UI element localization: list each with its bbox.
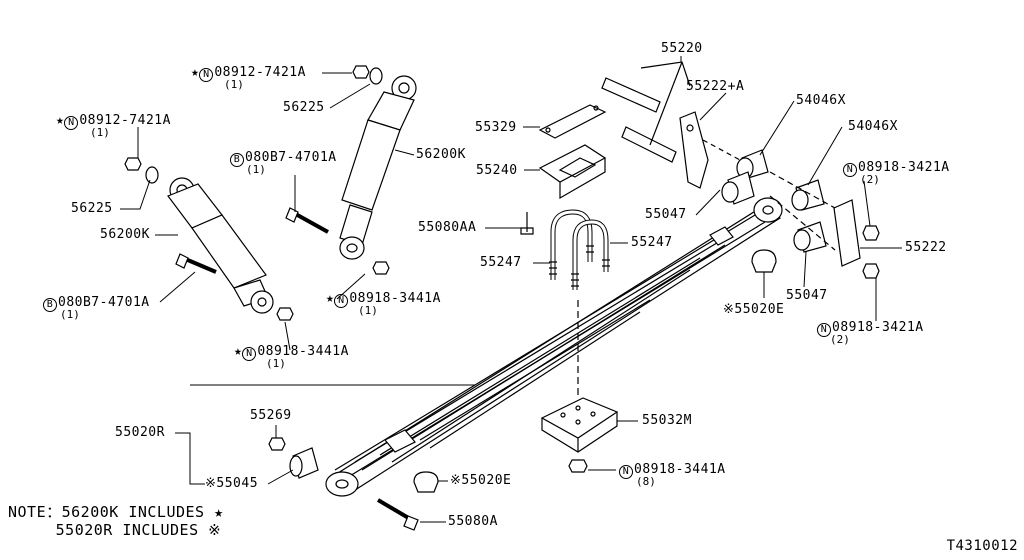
label-55020e-right: ※55020E: [723, 302, 785, 317]
label-54046x-a: 54046X: [796, 93, 846, 108]
label-55020e-bottom: ※55020E: [450, 473, 512, 488]
u-bolts: [549, 209, 610, 290]
n-mark-icon: N: [199, 68, 214, 82]
shock-absorber-upper: [285, 65, 417, 275]
label-55329: 55329: [475, 120, 517, 135]
kome-mark-icon: ※: [450, 473, 462, 488]
label-55222a: 55222+A: [686, 79, 745, 94]
qty-1-b: (1): [246, 163, 266, 176]
label-55047-a: 55047: [645, 207, 687, 222]
kome-mark-icon: ※: [723, 302, 735, 317]
kome-mark-icon: ※: [205, 476, 217, 491]
bump-stopper: [520, 104, 607, 235]
b-mark-icon: B: [230, 153, 244, 167]
leader-lines: [120, 56, 902, 523]
label-56200k-top: 56200K: [416, 147, 466, 162]
qty-8: (8): [636, 475, 656, 488]
b-mark-icon: B: [43, 298, 57, 312]
n-mark-icon: N: [817, 323, 831, 337]
label-54046x-b: 54046X: [848, 119, 898, 134]
label-55220: 55220: [661, 41, 703, 56]
qty-2-top: (2): [860, 173, 880, 186]
note-line-2: 55020R INCLUDES ※: [8, 521, 222, 539]
label-55080aa: 55080AA: [418, 220, 477, 235]
diagram-code: T4310012: [946, 538, 1018, 554]
label-55247-right: 55247: [631, 235, 673, 250]
label-55247-left: 55247: [480, 255, 522, 270]
n-mark-icon: N: [619, 465, 633, 479]
label-56225-top: 56225: [283, 100, 325, 115]
star-icon: ★: [191, 65, 200, 80]
bump-rubbers: [413, 249, 777, 493]
leaf-spring: [325, 197, 783, 497]
front-eye-parts: [268, 437, 419, 531]
qty-1-c: (1): [358, 304, 378, 317]
label-55032m: 55032M: [642, 413, 692, 428]
qty-1-e: (1): [60, 308, 80, 321]
qty-1-f: (1): [266, 357, 286, 370]
label-55222: 55222: [905, 240, 947, 255]
label-55080a: 55080A: [448, 514, 498, 529]
label-56225-left: 56225: [71, 201, 113, 216]
shock-absorber-lower: [124, 157, 294, 321]
shackle-assembly: [601, 61, 880, 279]
n-mark-icon: N: [334, 294, 349, 308]
qty-2-bot: (2): [830, 333, 850, 346]
n-mark-icon: N: [843, 163, 857, 177]
n-mark-icon: N: [242, 347, 257, 361]
label-55020r: 55020R: [115, 425, 165, 440]
star-icon: ★: [56, 113, 65, 128]
n-mark-icon: N: [64, 116, 79, 130]
spring-seat-block: [540, 300, 619, 473]
qty-1-a: (1): [224, 78, 244, 91]
label-56200k-left: 56200K: [100, 227, 150, 242]
star-icon: ★: [234, 344, 243, 359]
star-icon: ★: [326, 291, 335, 306]
label-55047-b: 55047: [786, 288, 828, 303]
note-line-1: NOTE：56200K INCLUDES ★: [8, 503, 224, 521]
label-55240: 55240: [476, 163, 518, 178]
label-55269: 55269: [250, 408, 292, 423]
label-55045: ※55045: [205, 476, 259, 491]
qty-1-d: (1): [90, 126, 110, 139]
